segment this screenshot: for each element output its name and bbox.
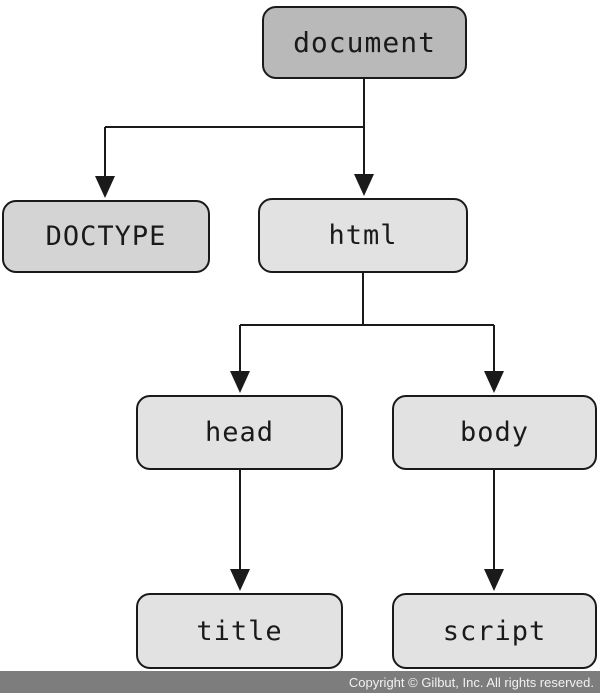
node-title: title: [136, 593, 343, 669]
node-head: head: [136, 395, 343, 470]
node-html: html: [258, 198, 468, 273]
arrowhead-title-icon: [230, 569, 250, 591]
node-doctype-label: DOCTYPE: [45, 221, 167, 252]
node-script-label: script: [442, 615, 547, 647]
node-script: script: [392, 593, 597, 669]
arrowhead-body-icon: [484, 371, 504, 393]
node-head-label: head: [204, 417, 275, 448]
node-document: document: [262, 6, 467, 79]
node-html-label: html: [328, 220, 398, 251]
node-body: body: [392, 395, 597, 470]
arrowhead-html-icon: [354, 174, 374, 196]
node-title-label: title: [196, 615, 283, 647]
arrowhead-head-icon: [230, 371, 250, 393]
node-document-label: document: [293, 26, 436, 59]
arrowhead-doctype-icon: [95, 176, 115, 198]
node-body-label: body: [459, 417, 530, 448]
copyright-footer: Copyright © Gilbut, Inc. All rights rese…: [0, 671, 600, 693]
arrowhead-script-icon: [484, 569, 504, 591]
copyright-text: Copyright © Gilbut, Inc. All rights rese…: [348, 674, 594, 690]
node-doctype: DOCTYPE: [2, 200, 210, 273]
